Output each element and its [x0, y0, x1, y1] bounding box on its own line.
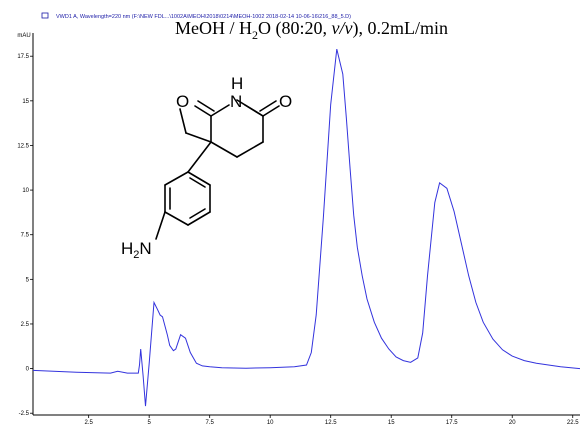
- legend-swatch: [41, 12, 49, 19]
- x-tick-label: 12.5: [325, 420, 337, 425]
- atom-imide-hydrogen: H: [231, 74, 243, 93]
- y-ticks: -2.5 0 2.5 5 7.5 10 12.5 15 17.5: [17, 54, 33, 417]
- x-tick-label: 15: [388, 420, 395, 425]
- atom-imide-nitrogen: N: [230, 92, 242, 111]
- cond-subscript: 2: [252, 28, 258, 42]
- chromatogram-trace: [32, 48, 580, 407]
- y-tick-label: 0: [26, 367, 30, 373]
- y-tick-label: 5: [26, 277, 30, 283]
- trace-label: VWD1 A, Wavelength=220 nm (F:\NEW FDL...…: [56, 14, 351, 20]
- amine-group: H2N: [121, 239, 152, 261]
- mobile-phase-conditions: MeOH / H2O (80:20, v/v), 0.2mL/min: [175, 18, 448, 42]
- x-ticks: 2.5 5 7.5 10 12.5 15 17.5 20 22.5: [84, 415, 579, 425]
- y-tick-label: 2.5: [21, 322, 30, 328]
- cond-middle: O (80:20,: [258, 18, 332, 39]
- chemical-structure: [155, 99, 280, 240]
- x-tick-label: 5: [148, 420, 152, 425]
- atom-oxygen-right: O: [279, 92, 292, 111]
- x-tick-label: 10: [267, 420, 274, 425]
- cond-prefix: MeOH / H: [175, 18, 252, 38]
- y-tick-label: 12.5: [17, 143, 29, 149]
- y-axis-unit: mAU: [17, 33, 30, 39]
- amine-subscript: 2: [133, 249, 139, 261]
- cond-italic: v/v: [332, 18, 353, 38]
- amine-hydrogen: H: [121, 239, 133, 258]
- atom-oxygen-left: O: [176, 92, 189, 111]
- y-tick-label: 10: [22, 188, 29, 194]
- x-tick-label: 20: [509, 420, 516, 425]
- amine-nitrogen: N: [139, 239, 151, 258]
- y-tick-label: -2.5: [19, 411, 30, 417]
- y-tick-label: 17.5: [17, 54, 29, 60]
- x-tick-label: 17.5: [446, 420, 458, 425]
- y-tick-label: 15: [22, 99, 29, 105]
- cond-suffix: ), 0.2mL/min: [352, 18, 448, 39]
- x-tick-label: 7.5: [206, 420, 215, 425]
- x-tick-label: 22.5: [567, 420, 579, 425]
- x-tick-label: 2.5: [84, 420, 93, 425]
- y-tick-label: 7.5: [21, 233, 30, 239]
